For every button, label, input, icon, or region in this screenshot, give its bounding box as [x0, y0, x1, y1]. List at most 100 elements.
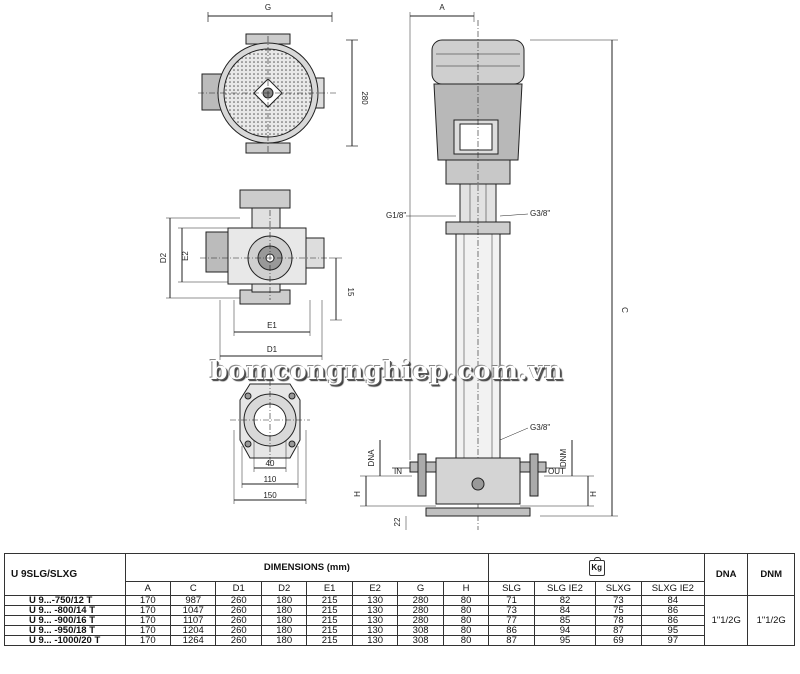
- dim-cell: 80: [442, 595, 490, 606]
- dim-label-dnm: DNM: [559, 449, 568, 468]
- weight-col-header: SLXG IE2: [640, 581, 706, 596]
- dim-cell: 260: [215, 625, 262, 636]
- watermark: bomcongnghiep.com.vn: [210, 356, 564, 385]
- model-cell: U 9... -900/16 T: [4, 615, 126, 626]
- col-header: G: [397, 581, 444, 596]
- dim-cell: 260: [215, 605, 262, 616]
- dim-cell: 260: [215, 595, 262, 606]
- weight-cell: 94: [533, 625, 597, 636]
- dim-cell: 1204: [170, 625, 217, 636]
- weight-cell: 84: [640, 595, 706, 606]
- dnm-header: DNM: [747, 553, 795, 596]
- dim-cell: 170: [124, 605, 172, 616]
- dim-label-e2: E2: [181, 251, 190, 261]
- weight-cell: 75: [595, 605, 642, 616]
- weight-cell: 95: [533, 635, 597, 646]
- top-view: [198, 12, 358, 154]
- col-header: A: [124, 581, 172, 596]
- weight-cell: 73: [595, 595, 642, 606]
- dim-label-c: C: [620, 307, 629, 313]
- model-column-header: U 9SLG/SLXG: [4, 553, 126, 596]
- table-row: U 9... -1000/20 T 170 1264 260 180 215 1…: [4, 635, 795, 646]
- dim-label-h-right: H: [589, 491, 598, 497]
- dim-cell: 170: [124, 595, 172, 606]
- dim-label-15: 15: [346, 288, 355, 297]
- dim-label-g38-bottom: G3/8": [530, 423, 550, 432]
- model-cell: U 9...-750/12 T: [4, 595, 126, 606]
- dim-label-g: G: [265, 3, 271, 12]
- table-row: U 9... -900/16 T 170 1107 260 180 215 13…: [4, 615, 795, 626]
- dim-cell: 987: [170, 595, 217, 606]
- model-cell: U 9... -1000/20 T: [4, 635, 126, 646]
- technical-drawing: G 280 D2 E2 15 E1 D1: [159, 3, 629, 530]
- dim-cell: 80: [442, 625, 490, 636]
- table-row: U 9... -950/18 T 170 1204 260 180 215 13…: [4, 625, 795, 636]
- dim-cell: 308: [397, 625, 444, 636]
- dim-cell: 280: [397, 605, 444, 616]
- weight-cell: 87: [595, 625, 642, 636]
- weight-header: Kg: [488, 553, 706, 582]
- dim-cell: 280: [397, 595, 444, 606]
- weight-cell: 77: [488, 615, 535, 626]
- weight-cell: 86: [640, 615, 706, 626]
- dim-cell: 308: [397, 635, 444, 646]
- weight-cell: 73: [488, 605, 535, 616]
- dim-cell: 180: [260, 635, 308, 646]
- dimensions-header: DIMENSIONS (mm): [124, 553, 490, 582]
- dim-label-a: A: [439, 3, 445, 12]
- weight-cell: 69: [595, 635, 642, 646]
- section-view: [166, 189, 342, 360]
- dna-header: DNA: [704, 553, 749, 596]
- dim-label-150: 150: [263, 491, 277, 500]
- dim-cell: 130: [351, 625, 399, 636]
- table-row: U 9...-750/12 T 170 987 260 180 215 130 …: [4, 595, 795, 646]
- dim-cell: 215: [306, 635, 353, 646]
- dim-cell: 215: [306, 615, 353, 626]
- col-header: D1: [215, 581, 262, 596]
- dim-label-g18: G1/8": [386, 211, 406, 220]
- dim-label-22: 22: [393, 517, 402, 526]
- dim-label-out: OUT: [548, 467, 565, 476]
- base-view: [230, 380, 310, 504]
- dim-label-h-left: H: [353, 491, 362, 497]
- dim-cell: 1107: [170, 615, 217, 626]
- dim-label-d1: D1: [267, 345, 278, 354]
- col-header: D2: [260, 581, 308, 596]
- dim-label-g38-top: G3/8": [530, 209, 550, 218]
- weight-cell: 78: [595, 615, 642, 626]
- weight-col-header: SLG: [488, 581, 535, 596]
- weight-cell: 97: [640, 635, 706, 646]
- dim-cell: 80: [442, 635, 490, 646]
- col-header: H: [442, 581, 490, 596]
- dim-cell: 180: [260, 595, 308, 606]
- dim-cell: 215: [306, 625, 353, 636]
- dim-cell: 280: [397, 615, 444, 626]
- dim-cell: 260: [215, 615, 262, 626]
- dim-cell: 170: [124, 635, 172, 646]
- dim-label-40: 40: [266, 459, 275, 468]
- dim-label-in: IN: [394, 467, 402, 476]
- dim-cell: 1047: [170, 605, 217, 616]
- weight-cell: 82: [533, 595, 597, 606]
- weight-cell: 86: [488, 625, 535, 636]
- model-cell: U 9... -950/18 T: [4, 625, 126, 636]
- dim-cell: 260: [215, 635, 262, 646]
- dnm-value: 1"1/2G: [747, 595, 795, 646]
- weight-cell: 86: [640, 605, 706, 616]
- model-cell: U 9... -800/14 T: [4, 605, 126, 616]
- side-elevation: [360, 12, 618, 530]
- dim-cell: 180: [260, 605, 308, 616]
- dim-label-110: 110: [264, 475, 277, 484]
- weight-cell: 71: [488, 595, 535, 606]
- dim-cell: 130: [351, 635, 399, 646]
- dim-cell: 130: [351, 615, 399, 626]
- col-header: E1: [306, 581, 353, 596]
- col-header: E2: [351, 581, 399, 596]
- weight-col-header: SLG IE2: [533, 581, 597, 596]
- dim-cell: 130: [351, 605, 399, 616]
- dim-label-dna: DNA: [367, 449, 376, 467]
- dim-cell: 170: [124, 615, 172, 626]
- dim-label-e1: E1: [267, 321, 277, 330]
- dim-cell: 180: [260, 625, 308, 636]
- weight-cell: 95: [640, 625, 706, 636]
